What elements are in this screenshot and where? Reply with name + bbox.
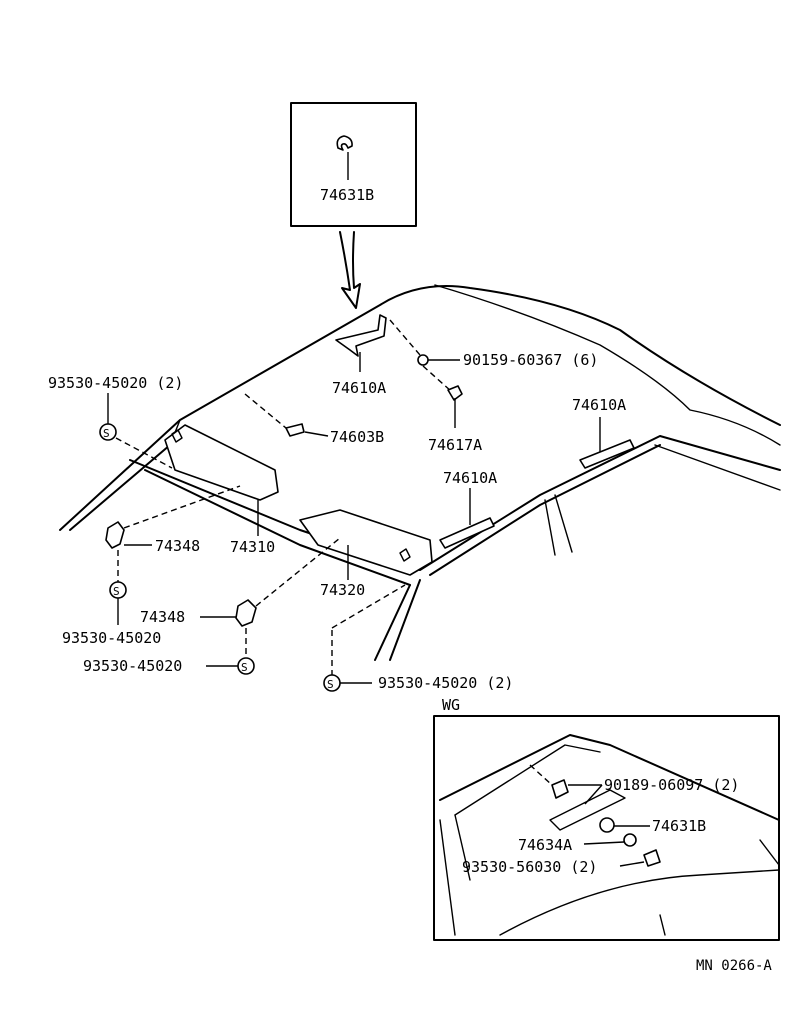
wg-label-clip: 93530-56030 (2) [462,858,597,876]
wg-bolt-icon [551,779,569,799]
svg-text:S: S [103,427,110,440]
wg-label-bolt: 90189-06097 (2) [604,776,739,794]
grip-bracket-right [579,439,635,469]
inset-pointer-arrow [339,231,361,309]
grip-bracket-mid [439,517,495,549]
label-clip-top: 74617A [428,436,482,454]
svg-text:S: S [241,661,248,674]
svg-text:S: S [113,585,120,598]
roof-outline [59,284,781,661]
clip-icon-top [447,385,463,401]
visor-holder-right-icon [235,599,257,627]
retainer-icon [285,423,305,437]
wg-label-holder: 74631B [652,817,706,835]
wg-inset-label: WG [442,696,460,714]
wg-label-bracket: 74634A [518,836,572,854]
wg-holder-icon [599,817,615,833]
clip-s-icon-bottom-right: S [323,674,341,692]
label-visor-holder-top: 74610A [332,379,386,397]
top-inset: 74631B [290,102,417,227]
label-holder-right: 74348 [140,608,185,626]
label-visor-holder-right: 74610A [572,396,626,414]
assist-grip-top [335,314,387,357]
sunvisor-right [299,509,433,576]
label-clip-left-bottom: 93530-45020 [62,629,161,647]
label-visor-holder-mid: 74610A [443,469,497,487]
clip-s-icon-left-top: S [99,423,117,441]
wg-inset: WG 90189-06097 (2) 74631B 74634A 93530-5… [433,696,780,941]
label-clip-left-top: 93530-45020 (2) [48,374,183,392]
wg-clip-icon [643,849,661,867]
sunvisor-left [164,424,279,501]
clip-s-icon-left-bottom: S [109,581,127,599]
label-sunvisor-left: 74310 [230,538,275,556]
visor-hinge-left [171,429,183,443]
svg-text:S: S [327,678,334,691]
wg-bracket-icon [623,833,637,847]
label-retainer: 74603B [330,428,384,446]
screw-icon [417,354,429,366]
visor-holder-left-icon [105,521,125,549]
inset-part-label: 74631B [320,186,374,204]
label-clip-mid-bottom: 93530-45020 [83,657,182,675]
drawing-code: MN 0266-A [696,958,772,974]
label-sunvisor-right: 74320 [320,581,365,599]
hook-clip-icon [336,135,353,151]
label-holder-left: 74348 [155,537,200,555]
visor-hinge-right [399,548,411,562]
label-clip-bottom-right: 93530-45020 (2) [378,674,513,692]
label-screw-top: 90159-60367 (6) [463,351,598,369]
clip-s-icon-mid-bottom: S [237,657,255,675]
